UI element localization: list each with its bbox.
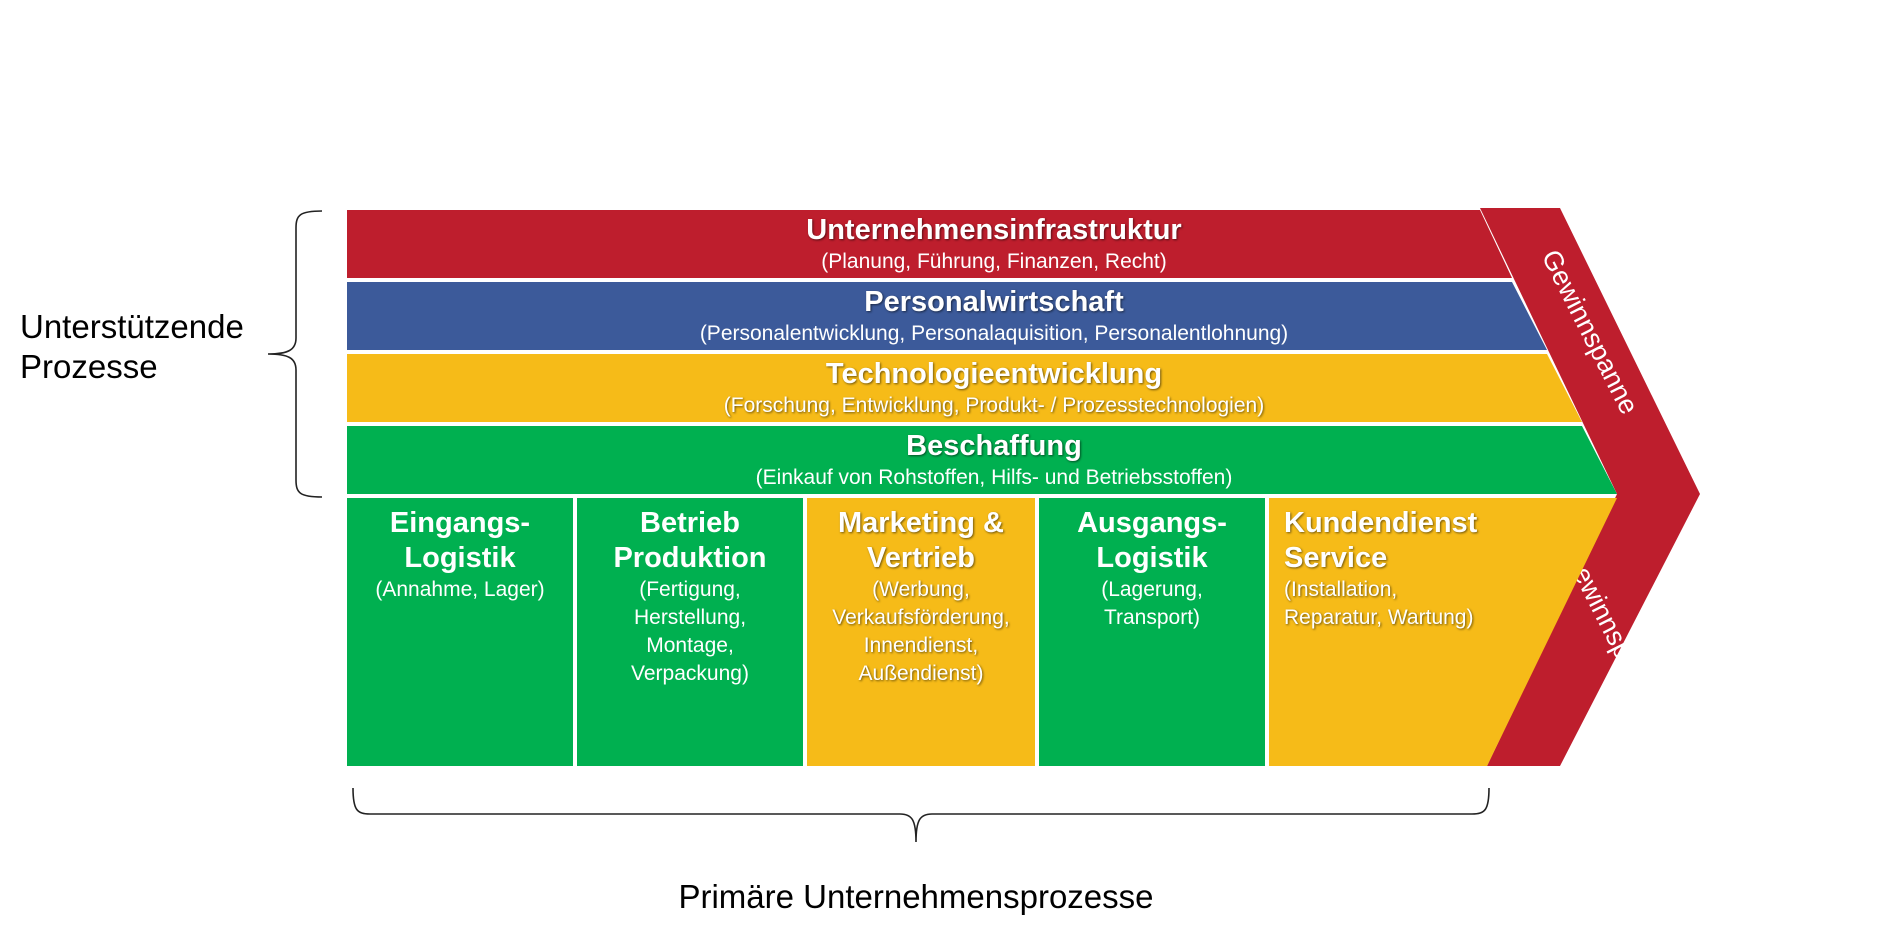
support-subtitle-hr: (Personalentwicklung, Personalaquisition… [700, 322, 1288, 345]
primary-title-inbound-line2: Logistik [404, 542, 516, 574]
support-bar-technology [347, 354, 1582, 422]
primary-title-marketing-line2: Vertrieb [867, 542, 975, 574]
primary-box-outbound-logistics [1039, 498, 1265, 766]
support-title-infrastructure: Unternehmensinfrastruktur [806, 214, 1181, 246]
support-bar-procurement [347, 426, 1617, 494]
support-title-procurement: Beschaffung [906, 430, 1082, 462]
primary-detail-service-line2: Reparatur, Wartung) [1284, 606, 1473, 629]
profit-margin-chevron [1480, 208, 1700, 766]
support-activities-label-line2: Prozesse [20, 348, 158, 385]
support-subtitle-procurement: (Einkauf von Rohstoffen, Hilfs- und Betr… [756, 466, 1233, 489]
primary-title-operations-line1: Betrieb [640, 507, 740, 539]
primary-box-service [1269, 498, 1617, 766]
support-subtitle-technology: (Forschung, Entwicklung, Produkt- / Proz… [724, 394, 1264, 417]
primary-detail-operations-line1: (Fertigung, [639, 578, 741, 601]
support-activities-brace [267, 210, 323, 498]
support-subtitle-infrastructure: (Planung, Führung, Finanzen, Recht) [821, 250, 1167, 273]
primary-title-outbound-line2: Logistik [1096, 542, 1208, 574]
support-bar-infrastructure [347, 210, 1512, 278]
primary-detail-operations-line4: Verpackung) [631, 662, 749, 685]
primary-detail-service-line1: (Installation, [1284, 578, 1397, 601]
support-title-technology: Technologieentwicklung [826, 358, 1162, 390]
support-bar-hr [347, 282, 1547, 350]
primary-box-operations [577, 498, 803, 766]
primary-title-outbound-line1: Ausgangs- [1077, 507, 1227, 539]
primary-box-marketing-sales [807, 498, 1035, 766]
primary-title-service-line1: Kundendienst [1284, 507, 1478, 539]
primary-detail-operations-line3: Montage, [646, 634, 734, 657]
primary-detail-inbound-line1: (Annahme, Lager) [375, 578, 544, 601]
primary-detail-marketing-line1: (Werbung, [872, 578, 970, 601]
primary-activities-label: Primäre Unternehmensprozesse [678, 878, 1153, 915]
primary-title-operations-line2: Produktion [613, 542, 766, 574]
primary-box-inbound-logistics [347, 498, 573, 766]
primary-title-inbound-line1: Eingangs- [390, 507, 530, 539]
primary-detail-outbound-line2: Transport) [1104, 606, 1200, 629]
primary-activities-brace [352, 787, 1490, 843]
primary-detail-outbound-line1: (Lagerung, [1101, 578, 1203, 601]
primary-detail-operations-line2: Herstellung, [634, 606, 746, 629]
primary-detail-marketing-line3: Innendienst, [864, 634, 978, 657]
primary-detail-marketing-line2: Verkaufsförderung, [832, 606, 1009, 629]
primary-title-marketing-line1: Marketing & [838, 507, 1004, 539]
support-title-hr: Personalwirtschaft [864, 286, 1124, 318]
primary-detail-marketing-line4: Außendienst) [859, 662, 984, 685]
primary-title-service-line2: Service [1284, 542, 1387, 574]
support-activities-label-line1: Unterstützende [20, 308, 244, 345]
